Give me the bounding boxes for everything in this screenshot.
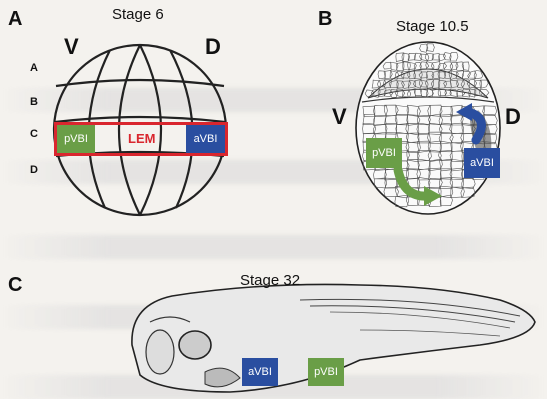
- stage32-eye: [179, 331, 211, 359]
- stage10-embryo: [356, 42, 500, 214]
- panel-a-stage-label: Stage 6: [112, 6, 164, 23]
- panel-c-stage-label: Stage 32: [240, 272, 300, 289]
- panel-b-ventral-label: V: [332, 104, 347, 130]
- panel-b-dorsal-label: D: [505, 104, 521, 130]
- panel-b-stage-label: Stage 10.5: [396, 18, 469, 35]
- panel-a-row-a: A: [30, 62, 38, 74]
- panel-a-row-c: C: [30, 128, 38, 140]
- panel-a-row-b: B: [30, 96, 38, 108]
- panel-a-row-d: D: [30, 164, 38, 176]
- panel-a-letter: A: [8, 8, 22, 31]
- panel-b-letter: B: [318, 8, 332, 31]
- panel-b-pvbi-tag: pVBI: [366, 138, 402, 168]
- panel-a-dorsal-label: D: [205, 34, 221, 60]
- panel-a-lem-label: LEM: [128, 131, 155, 146]
- panel-a-ventral-label: V: [64, 34, 79, 60]
- panel-b-avbi-tag: aVBI: [464, 148, 500, 178]
- stage6-latitude-1: [56, 80, 224, 86]
- panel-a-avbi-tag: aVBI: [186, 125, 225, 153]
- panel-c-letter: C: [8, 274, 22, 297]
- panel-c-pvbi-tag: pVBI: [308, 358, 344, 386]
- panel-a-pvbi-tag: pVBI: [57, 125, 95, 153]
- stage32-cement-region: [146, 330, 174, 374]
- panel-c-avbi-tag: aVBI: [242, 358, 278, 386]
